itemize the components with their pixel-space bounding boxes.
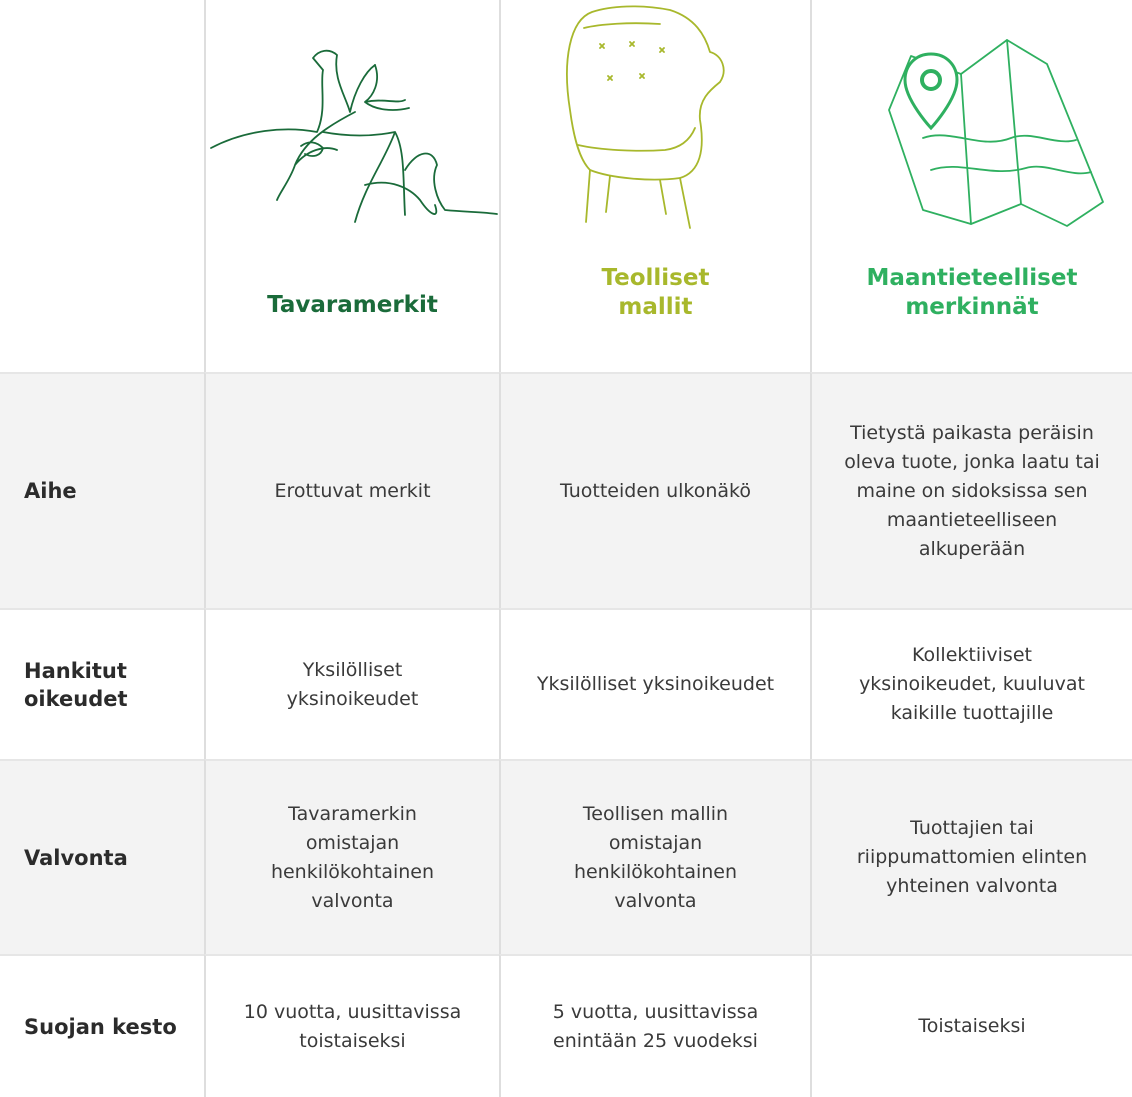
cell-duration-geo: Toistaiseksi <box>810 954 1132 1097</box>
armchair-icon <box>566 5 725 229</box>
header-empty-cell <box>0 0 204 372</box>
cell-duration-trademarks: 10 vuotta, uusittavissa toistaiseksi <box>204 954 499 1097</box>
row-label-rights-acquired: Hankitut oikeudet <box>0 608 204 759</box>
column-header-geographical-indications: Maantieteelliset merkinnät <box>810 0 1132 372</box>
row-label-subject: Aihe <box>0 372 204 608</box>
horse-icon <box>210 49 498 223</box>
cell-duration-designs: 5 vuotta, uusittavissa enintään 25 vuode… <box>499 954 810 1097</box>
cell-rights-geo: Kollektiiviset yksinoikeudet, kuuluvat k… <box>810 608 1132 759</box>
cell-control-trademarks: Tavaramerkin omistajan henkilökohtainen … <box>204 759 499 954</box>
column-title-trademarks: Tavaramerkit <box>267 292 438 318</box>
column-title-industrial-designs: Teolliset mallit <box>601 265 710 320</box>
row-label-control: Valvonta <box>0 759 204 954</box>
cell-subject-geo: Tietystä paikasta peräisin oleva tuote, … <box>810 372 1132 608</box>
cell-rights-trademarks: Yksilölliset yksinoikeudet <box>204 608 499 759</box>
cell-control-geo: Tuottajien tai riippumattomien elinten y… <box>810 759 1132 954</box>
cell-subject-designs: Tuotteiden ulkonäkö <box>499 372 810 608</box>
cell-subject-trademarks: Erottuvat merkit <box>204 372 499 608</box>
cell-control-designs: Teollisen mallin omistajan henkilökohtai… <box>499 759 810 954</box>
map-pin-icon <box>888 39 1104 227</box>
row-label-protection-duration: Suojan kesto <box>0 954 204 1097</box>
column-title-geographical-indications: Maantieteelliset merkinnät <box>866 265 1078 320</box>
column-header-trademarks: Tavaramerkit <box>204 0 499 372</box>
column-header-industrial-designs: Teolliset mallit <box>499 0 810 372</box>
cell-rights-designs: Yksilölliset yksinoikeudet <box>499 608 810 759</box>
